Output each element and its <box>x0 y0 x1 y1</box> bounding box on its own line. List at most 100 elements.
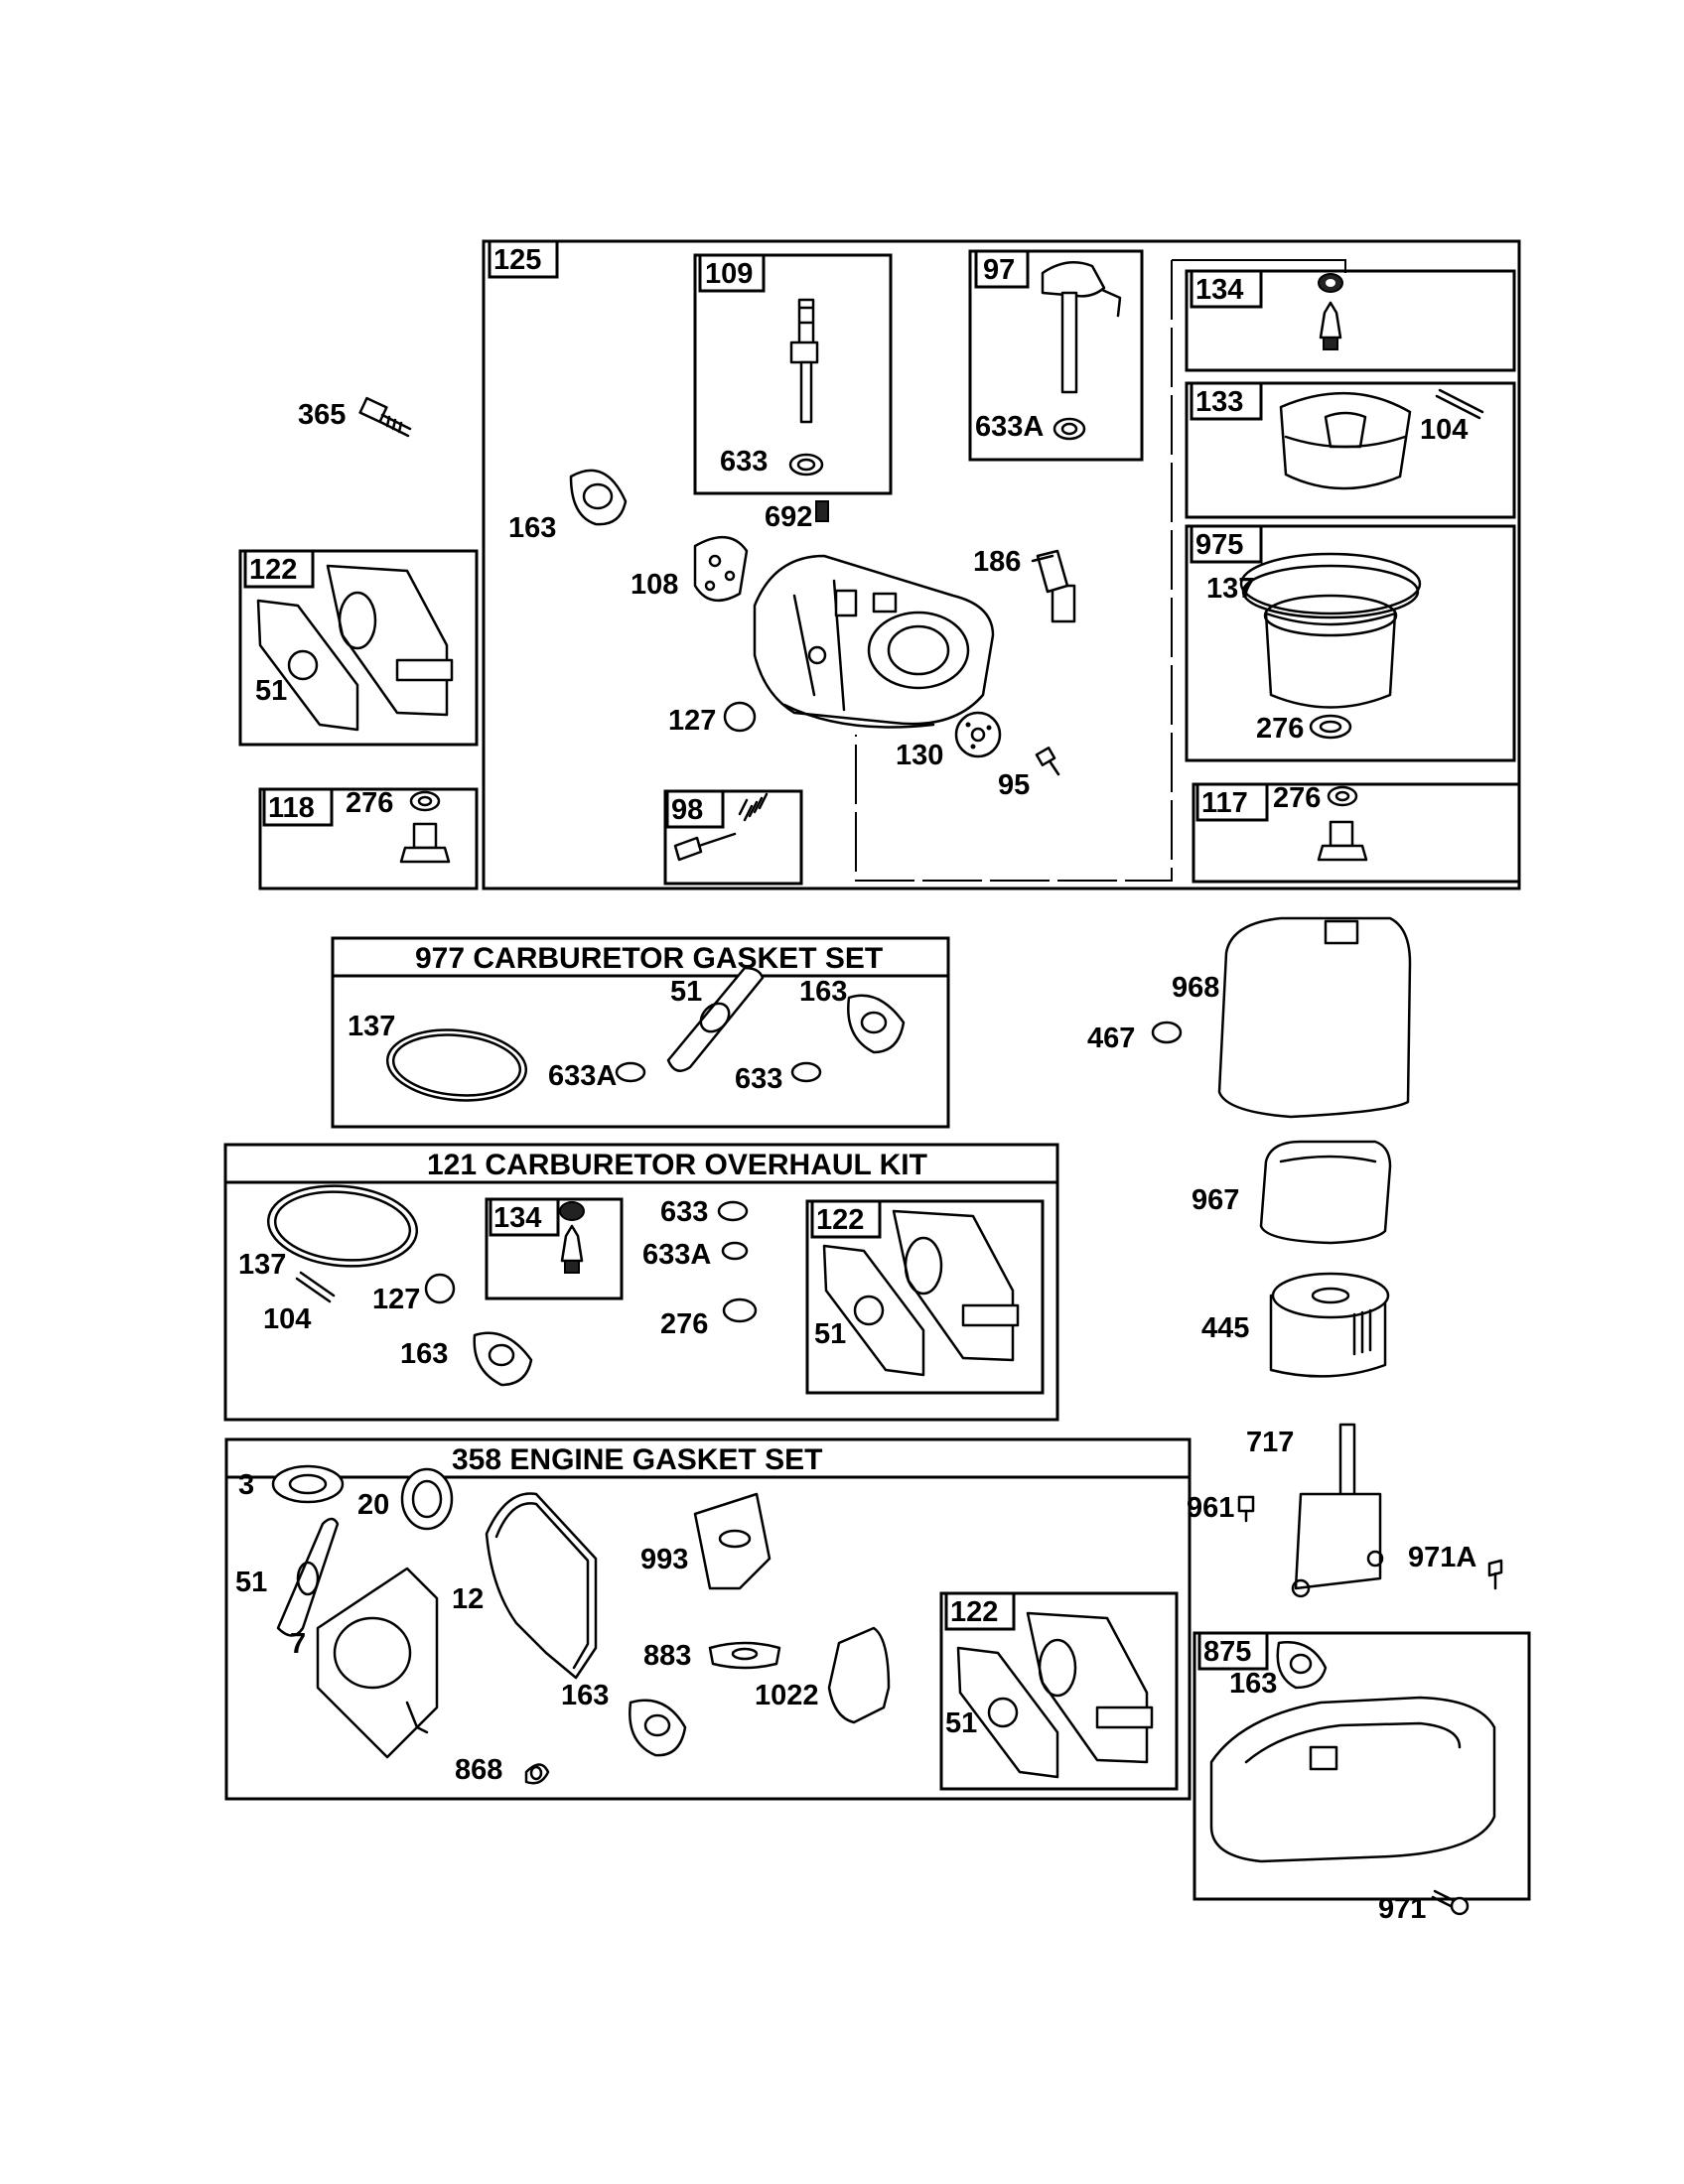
kit-977-parts <box>385 966 906 1102</box>
label-127-a: 127 <box>668 705 716 737</box>
label-7: 7 <box>290 1628 306 1660</box>
label-134-a: 134 <box>1195 274 1243 306</box>
label-118: 118 <box>268 792 315 824</box>
part-drawings <box>256 261 1503 1916</box>
tag-122-left <box>243 549 315 589</box>
kit-358-parts <box>271 1464 1154 1785</box>
bolt-118 <box>399 790 451 864</box>
needle-134-top <box>1318 273 1343 350</box>
tag-117 <box>1195 782 1269 822</box>
gasket-108 <box>693 535 749 603</box>
label-51-e: 51 <box>945 1707 977 1739</box>
label-122-c: 122 <box>950 1596 998 1628</box>
frame-358 <box>224 1437 1192 1801</box>
label-95: 95 <box>998 769 1030 801</box>
frame-118 <box>258 787 479 890</box>
label-104-b: 104 <box>263 1303 311 1335</box>
tag-97 <box>974 249 1030 289</box>
frames <box>223 239 1531 1901</box>
tag-875 <box>1197 1631 1269 1671</box>
label-12: 12 <box>452 1583 484 1615</box>
frame-977 <box>331 936 950 1129</box>
label-163-c: 163 <box>400 1338 448 1370</box>
tag-134-top <box>1190 269 1263 309</box>
label-717: 717 <box>1246 1427 1294 1458</box>
label-51-b: 51 <box>670 976 702 1008</box>
label-971A: 971A <box>1408 1542 1476 1573</box>
part-labels: 365 125 109 633 97 633A 134 133 104 163 … <box>235 244 1476 1925</box>
frame-125 <box>482 239 1521 890</box>
frame-134-top <box>1185 269 1516 372</box>
kit-titles: 977 CARBURETOR GASKET SET 121 CARBURETOR… <box>415 942 927 1476</box>
label-276-d: 276 <box>660 1308 708 1340</box>
label-968: 968 <box>1172 972 1219 1004</box>
label-137-c: 137 <box>238 1249 286 1281</box>
label-108: 108 <box>631 569 678 601</box>
bolt-117 <box>1317 785 1368 862</box>
label-51-c: 51 <box>814 1318 846 1350</box>
kit-title-121: 121 CARBURETOR OVERHAUL KIT <box>427 1149 927 1181</box>
label-130: 130 <box>896 740 943 771</box>
label-163-e: 163 <box>561 1680 609 1711</box>
label-868: 868 <box>455 1754 502 1786</box>
label-633-c: 633 <box>660 1196 708 1228</box>
label-133: 133 <box>1195 386 1243 418</box>
frame-133 <box>1185 381 1516 519</box>
adapter-122-left <box>256 564 454 732</box>
label-186: 186 <box>973 546 1021 578</box>
label-163-d: 163 <box>1229 1668 1277 1700</box>
shaft-97 <box>1041 261 1122 441</box>
label-276-a: 276 <box>1256 713 1304 745</box>
tag-122-gasket <box>944 1591 1016 1631</box>
label-134-b: 134 <box>493 1202 541 1234</box>
label-163-a: 163 <box>508 512 556 544</box>
label-365: 365 <box>298 399 346 431</box>
tag-975 <box>1190 524 1263 564</box>
tag-134-kit <box>489 1197 560 1237</box>
bolt-971 <box>1431 1889 1470 1916</box>
frame-975 <box>1185 524 1516 762</box>
air-cleaner-parts <box>1151 916 1503 1598</box>
label-692: 692 <box>765 501 812 533</box>
needle-109 <box>788 298 824 477</box>
kit-title-977: 977 CARBURETOR GASKET SET <box>415 942 883 975</box>
tag-125 <box>488 239 559 279</box>
kit-121-parts <box>266 1184 1020 1387</box>
label-276-b: 276 <box>346 787 393 819</box>
tag-98 <box>665 789 725 829</box>
label-1022: 1022 <box>755 1680 819 1711</box>
label-98: 98 <box>671 794 703 826</box>
fitting-186 <box>1031 549 1076 623</box>
label-967: 967 <box>1192 1184 1239 1216</box>
label-875: 875 <box>1203 1636 1251 1668</box>
gasket-163-top <box>569 469 628 526</box>
label-51-a: 51 <box>255 675 287 707</box>
assembly-outline-top <box>1172 259 1346 273</box>
label-3: 3 <box>238 1469 254 1501</box>
carburetor-body <box>753 554 995 729</box>
label-633-b: 633 <box>735 1063 782 1095</box>
bowl-975 <box>1239 552 1422 740</box>
frame-122-left <box>238 549 479 747</box>
label-961: 961 <box>1187 1492 1234 1524</box>
tag-118 <box>262 787 334 827</box>
frame-121 <box>223 1143 1059 1422</box>
tag-122-kit <box>810 1199 882 1239</box>
frame-875 <box>1193 1631 1531 1901</box>
label-122-b: 122 <box>816 1204 864 1236</box>
base-875 <box>1209 1641 1496 1863</box>
label-137-b: 137 <box>348 1011 395 1042</box>
label-445: 445 <box>1201 1312 1249 1344</box>
label-137-a: 137 <box>1206 573 1254 605</box>
frame-109 <box>693 253 893 495</box>
label-883: 883 <box>643 1640 691 1672</box>
frame-122-kit <box>805 1199 1045 1395</box>
label-467: 467 <box>1087 1023 1135 1054</box>
label-109: 109 <box>705 258 753 290</box>
bolt-365 <box>358 396 412 438</box>
label-97: 97 <box>983 254 1015 286</box>
label-125: 125 <box>493 244 541 276</box>
label-51-d: 51 <box>235 1567 267 1598</box>
frame-97 <box>968 249 1144 462</box>
